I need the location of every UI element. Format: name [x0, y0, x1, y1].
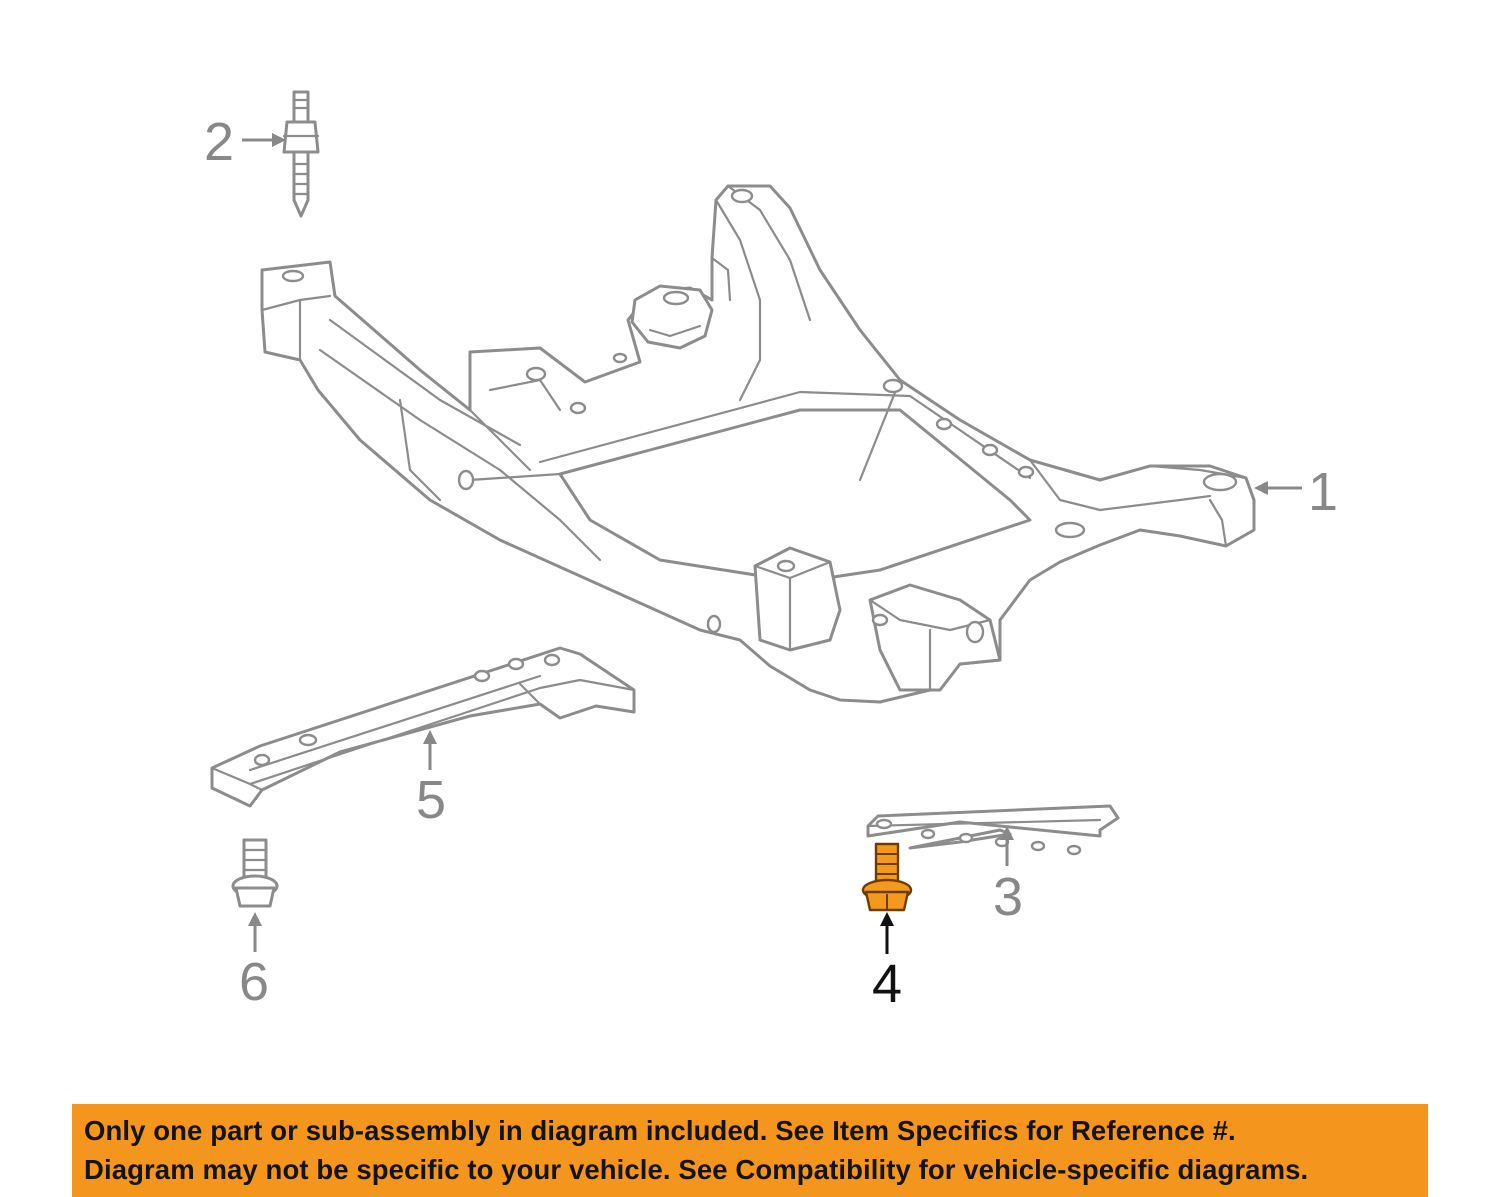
- bolt-part-6[interactable]: [231, 838, 279, 908]
- disclaimer-banner: Only one part or sub-assembly in diagram…: [72, 1104, 1428, 1197]
- bracket-part-5[interactable]: [210, 646, 636, 808]
- callout-3: 3: [993, 867, 1023, 927]
- bolt-part-4-highlighted[interactable]: [861, 842, 913, 912]
- subframe-part-1[interactable]: [260, 184, 1256, 704]
- disclaimer-line-2: Diagram may not be specific to your vehi…: [84, 1154, 1309, 1185]
- callout-2: 2: [204, 112, 234, 172]
- callout-arrow-1: [1254, 481, 1302, 495]
- callout-arrow-2: [242, 133, 286, 147]
- callout-arrow-3: [1000, 826, 1014, 866]
- callout-4: 4: [872, 954, 902, 1014]
- callout-arrow-5: [423, 730, 437, 770]
- callout-1: 1: [1308, 462, 1338, 522]
- callout-5: 5: [416, 770, 446, 830]
- callout-arrow-6: [248, 912, 262, 952]
- bracket-part-3[interactable]: [866, 804, 1120, 856]
- callout-arrow-4: [880, 912, 894, 954]
- disclaimer-line-1: Only one part or sub-assembly in diagram…: [84, 1115, 1236, 1146]
- callout-6: 6: [239, 952, 269, 1012]
- stud-part-2[interactable]: [282, 90, 320, 218]
